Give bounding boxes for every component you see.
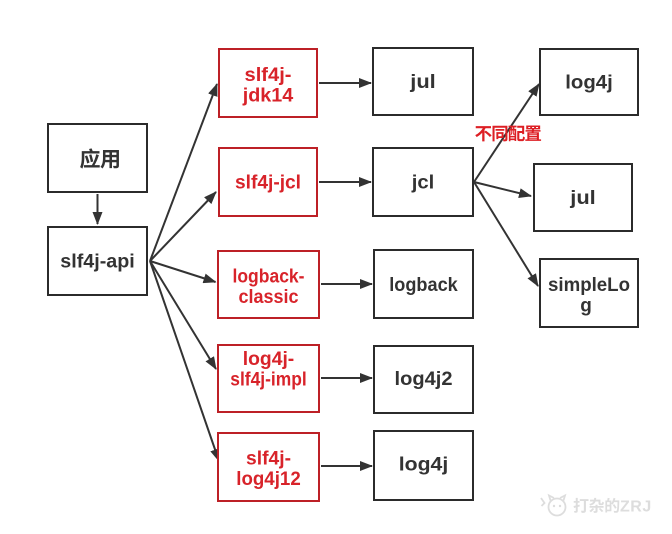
svg-text:log4j-: log4j- xyxy=(243,349,295,370)
svg-text:slf4j-api: slf4j-api xyxy=(60,252,135,273)
svg-text:slf4j-jcl: slf4j-jcl xyxy=(235,173,301,194)
svg-text:logback-: logback- xyxy=(233,266,305,287)
svg-text:ZRJ: ZRJ xyxy=(620,499,652,516)
svg-text:log4j12: log4j12 xyxy=(236,469,301,490)
svg-text:slf4j-impl: slf4j-impl xyxy=(230,370,307,391)
svg-text:classic: classic xyxy=(239,287,299,308)
svg-text:logback: logback xyxy=(389,275,458,296)
svg-text:slf4j-: slf4j- xyxy=(246,448,291,469)
svg-text:log4j: log4j xyxy=(399,455,449,476)
svg-text:simpleLo: simpleLo xyxy=(548,275,630,296)
svg-text:log4j2: log4j2 xyxy=(395,369,453,390)
svg-text:jdk14: jdk14 xyxy=(242,86,294,107)
svg-text:jcl: jcl xyxy=(411,173,435,194)
svg-text:slf4j-: slf4j- xyxy=(245,65,292,86)
svg-text:jul: jul xyxy=(569,188,596,209)
svg-text:g: g xyxy=(580,296,592,317)
svg-text:jul: jul xyxy=(409,72,436,93)
svg-text:log4j: log4j xyxy=(565,73,613,94)
